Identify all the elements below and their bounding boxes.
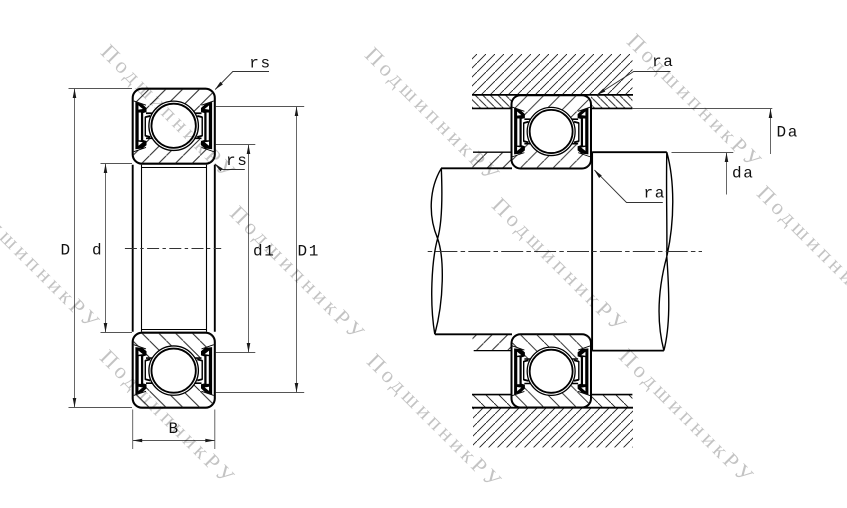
- svg-text:d: d: [92, 242, 103, 260]
- svg-text:da: da: [732, 165, 754, 183]
- svg-text:D: D: [61, 242, 72, 260]
- svg-text:ra: ra: [644, 185, 666, 203]
- svg-text:ra: ra: [652, 53, 674, 71]
- svg-text:B: B: [169, 420, 180, 438]
- svg-text:Da: Da: [777, 124, 799, 142]
- svg-text:d1: d1: [253, 243, 275, 261]
- svg-text:D1: D1: [298, 243, 320, 261]
- svg-text:rs: rs: [226, 152, 248, 170]
- svg-text:rs: rs: [249, 55, 271, 73]
